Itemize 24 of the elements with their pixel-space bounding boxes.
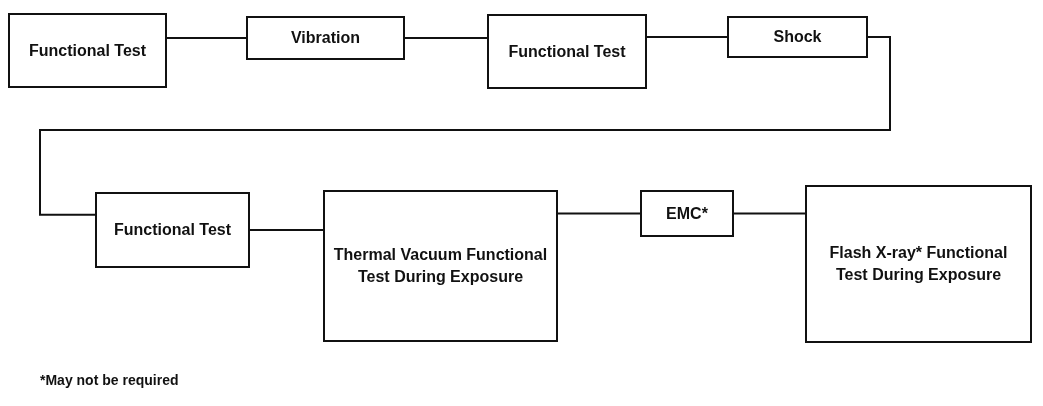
box-label: Thermal Vacuum Functional Test During Exposure (332, 245, 549, 287)
process-box (487, 14, 647, 89)
connector-line (249, 229, 324, 231)
process-box (95, 192, 250, 268)
footnote: *May not be required (40, 372, 179, 388)
box-label: Shock (772, 27, 823, 48)
connector-line (733, 212, 806, 215)
process-box (8, 13, 167, 88)
process-box (323, 190, 558, 342)
box-label: Functional Test (27, 40, 147, 61)
box-label: Flash X-ray* Functional Test During Exposure (828, 243, 1009, 285)
connector-line (646, 36, 728, 38)
connector-line (166, 37, 247, 39)
box-label: EMC* (665, 203, 709, 224)
process-box (640, 190, 734, 237)
connector-line (557, 212, 641, 215)
box-label: Vibration (289, 28, 361, 49)
process-box (805, 185, 1032, 343)
process-box (246, 16, 405, 60)
box-label: Functional Test (507, 41, 627, 62)
box-label: Functional Test (112, 220, 232, 241)
connector-line (404, 37, 488, 39)
connector-line (39, 36, 891, 216)
process-box (727, 16, 868, 58)
